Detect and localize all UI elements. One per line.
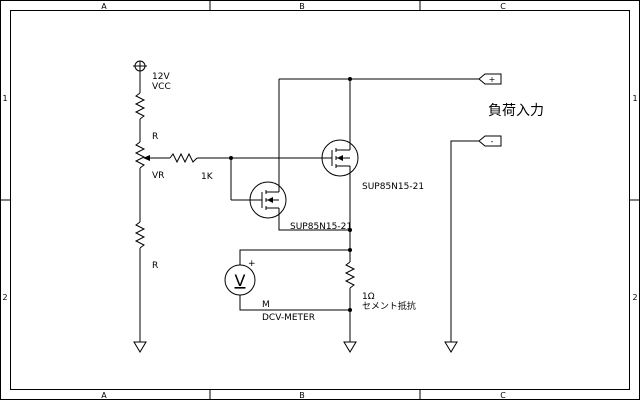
col-label-bottom-b: B [299, 391, 305, 400]
wire-meter-minus [239, 295, 350, 311]
inner-frame [10, 10, 630, 390]
terminal-load-minus-label: - [491, 137, 494, 146]
voltmeter-name-label: DCV-METER [262, 313, 315, 323]
resistor-r-top-label: R [152, 132, 158, 142]
row-label-left-1: 1 [2, 94, 7, 103]
col-label-bottom-c: C [500, 391, 506, 400]
mosfet-q1-label: SUP85N15-21 [362, 182, 424, 192]
voltmeter-symbol: V [235, 271, 246, 290]
ground-load [444, 341, 458, 353]
voltmeter-m-label: M [262, 300, 270, 310]
resistor-r-bottom-label: R [152, 261, 158, 271]
potentiometer-wiper-arrow [143, 155, 150, 161]
ground-left [133, 341, 147, 353]
potentiometer-vr [134, 141, 146, 169]
resistor-r-bottom [134, 221, 146, 249]
vcc-name-label: VCC [152, 82, 171, 92]
row-label-left-2: 2 [2, 293, 7, 302]
shunt-value-label: 1Ω [362, 292, 375, 302]
voltmeter-plus-label: + [248, 259, 256, 269]
col-label-top-a: A [101, 2, 107, 11]
vr-label: VR [152, 171, 164, 181]
col-label-top-c: C [500, 2, 506, 11]
resistor-1k [169, 152, 198, 164]
vcc-voltage-label: 12V [152, 72, 170, 82]
wire-q2-source [278, 208, 350, 231]
mosfet-q1 [321, 139, 359, 177]
row-label-right-1: 1 [632, 94, 637, 103]
vcc-symbol [133, 60, 147, 72]
mosfet-q2 [249, 181, 287, 219]
shunt-name-label: セメント抵抗 [362, 300, 416, 312]
resistor-r-top [134, 92, 146, 120]
mosfet-q2-label: SUP85N15-21 [290, 222, 352, 232]
resistor-1k-label: 1K [201, 172, 214, 182]
wire-meter-plus [239, 249, 350, 265]
load-input-label: 負荷入力 [488, 103, 544, 119]
row-label-right-2: 2 [632, 293, 637, 302]
terminal-load-plus [478, 73, 502, 85]
col-label-bottom-a: A [101, 391, 107, 400]
resistor-shunt [344, 261, 356, 289]
terminal-load-plus-label: + [489, 75, 496, 84]
ground-shunt [343, 341, 357, 353]
wire-load-minus [450, 140, 479, 342]
terminal-load-minus [478, 135, 502, 147]
col-label-top-b: B [299, 2, 305, 11]
